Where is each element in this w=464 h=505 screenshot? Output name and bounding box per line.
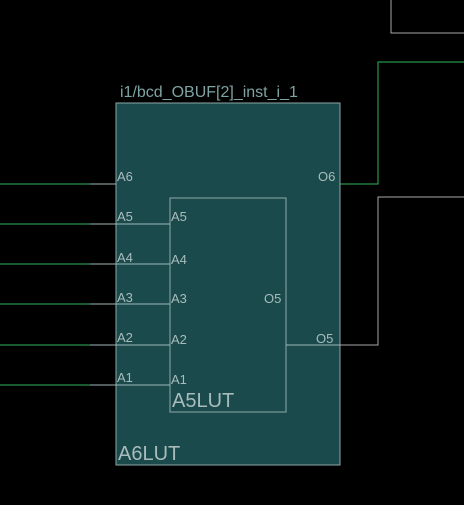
outer-pin-a2: A2 — [117, 330, 133, 345]
cell-title: i1/bcd_OBUF[2]_inst_i_1 — [120, 84, 298, 101]
net-o6-out[interactable] — [340, 61, 464, 185]
outer-pin-o5: O5 — [316, 331, 333, 346]
net-o5-out[interactable] — [340, 196, 464, 346]
outer-pin-a3: A3 — [117, 290, 133, 305]
outer-pin-o6: O6 — [318, 169, 335, 184]
outer-pin-a1: A1 — [117, 370, 133, 385]
neighbor-cell-outline[interactable] — [390, 0, 464, 34]
a5lut-cell[interactable] — [169, 197, 287, 413]
inner-pin-a2: A2 — [171, 332, 187, 347]
outer-pin-a5: A5 — [117, 209, 133, 224]
inner-pin-a1: A1 — [171, 372, 187, 387]
inner-pin-o5: O5 — [264, 291, 281, 306]
inner-pin-a3: A3 — [171, 291, 187, 306]
a6lut-cell[interactable] — [115, 102, 341, 466]
a5lut-label: A5LUT — [172, 390, 234, 412]
outer-pin-a6: A6 — [117, 169, 133, 184]
inner-pin-a4: A4 — [171, 252, 187, 267]
a6lut-label: A6LUT — [118, 443, 180, 465]
inner-pin-a5: A5 — [171, 209, 187, 224]
outer-pin-a4: A4 — [117, 250, 133, 265]
